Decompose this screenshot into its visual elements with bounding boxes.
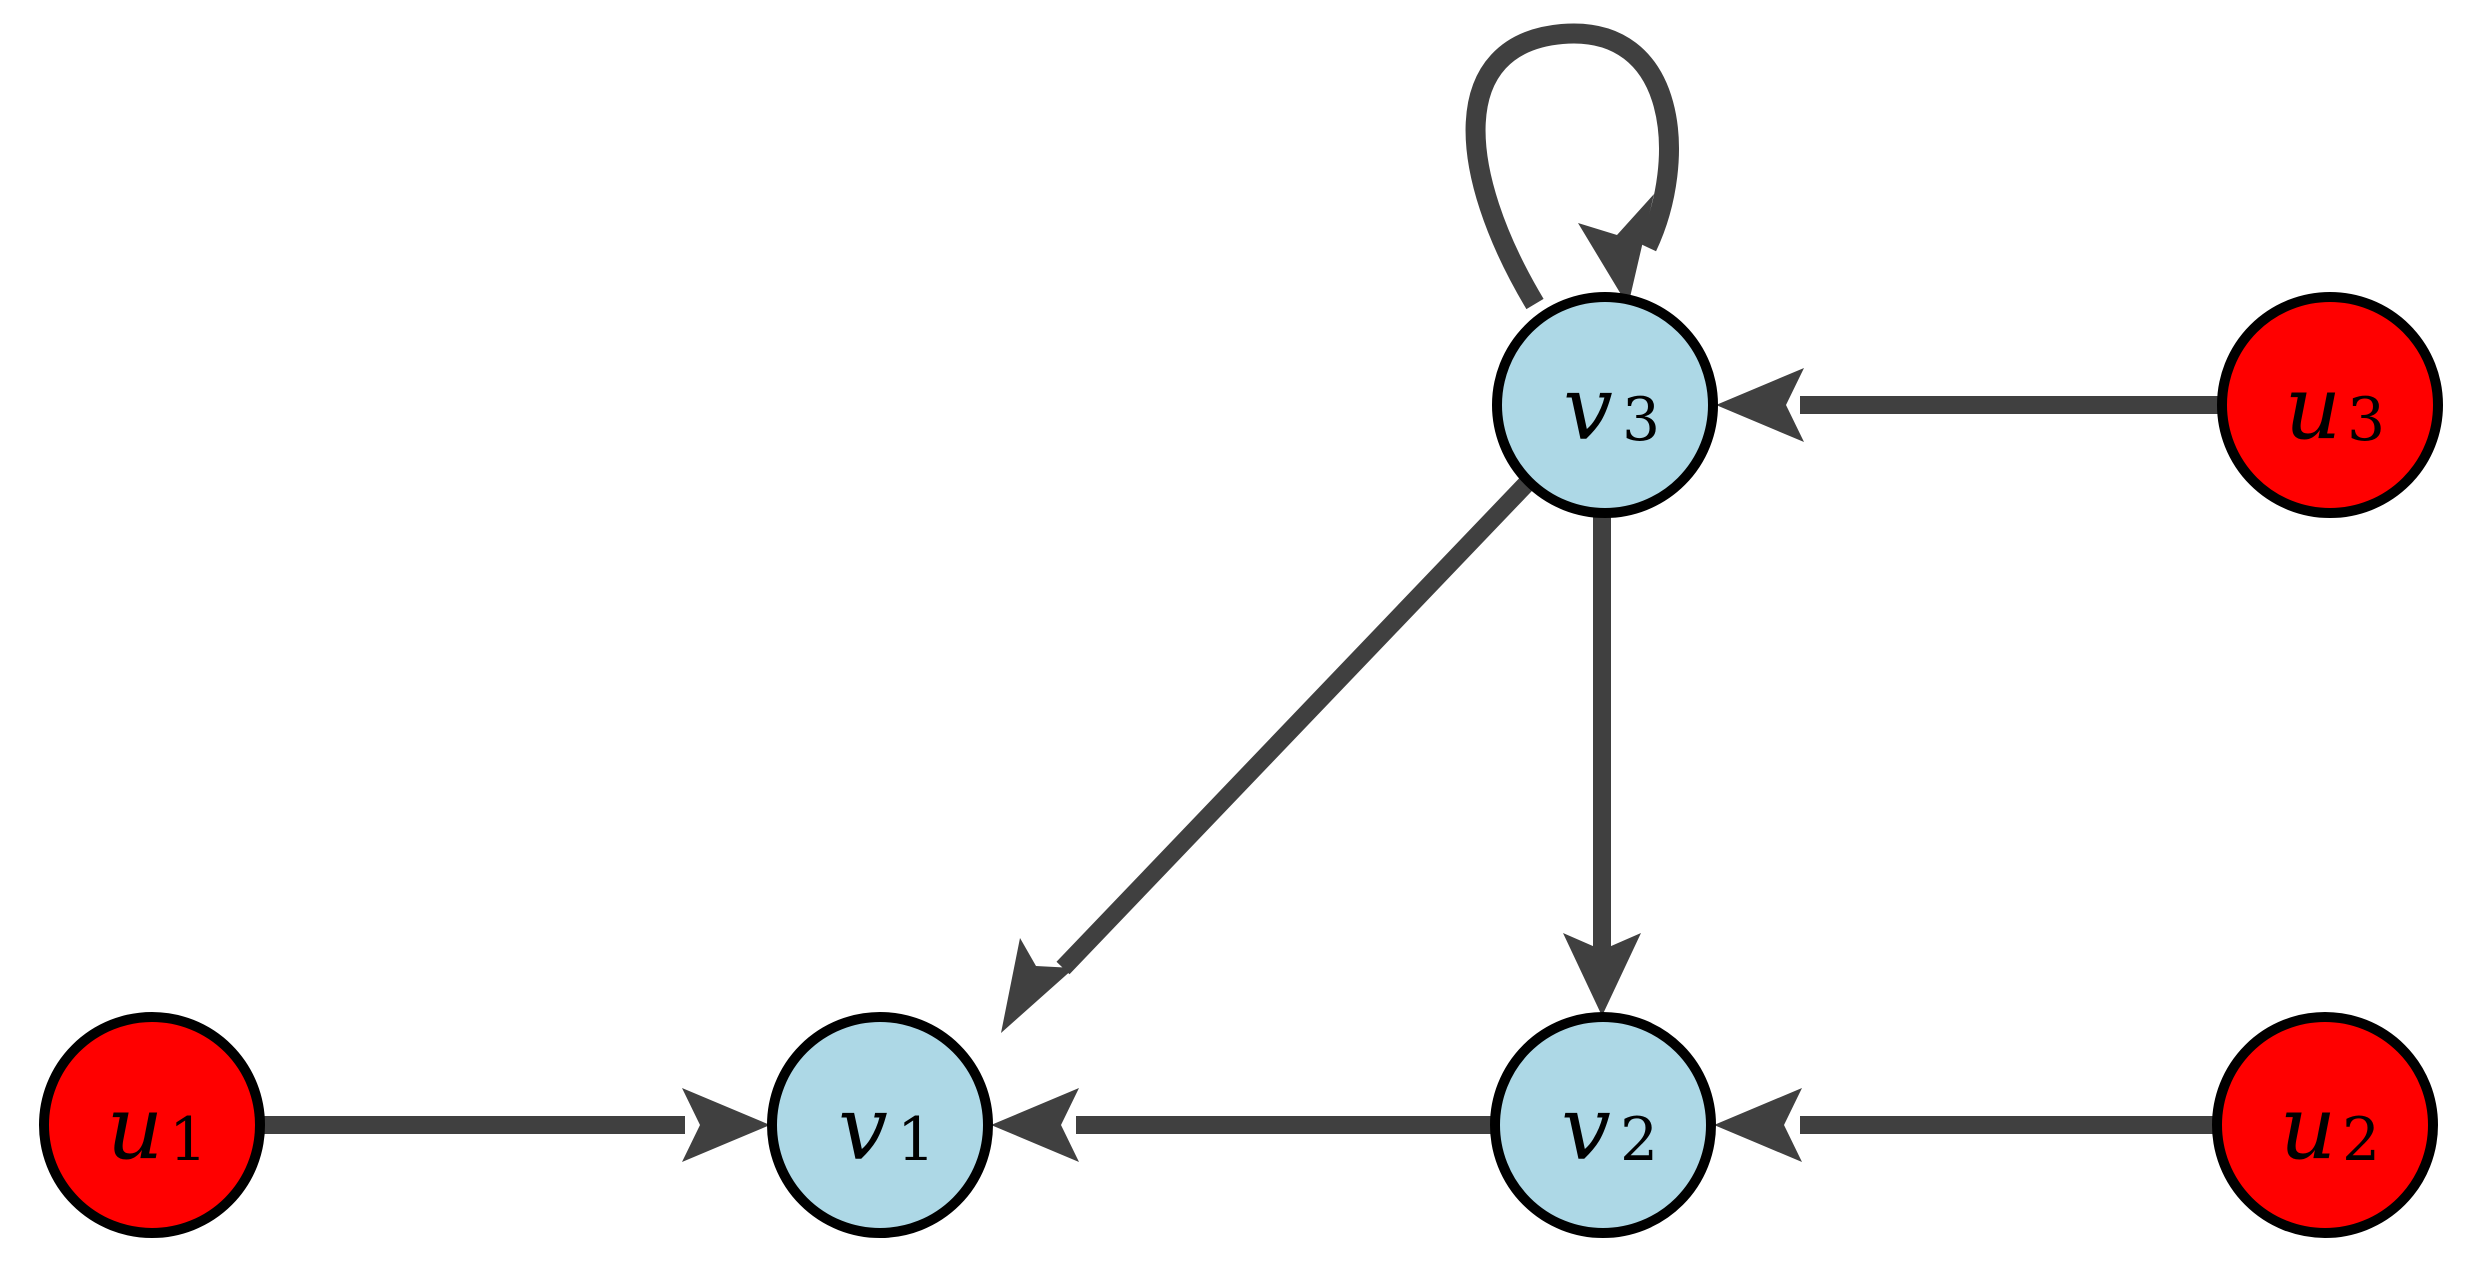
node-u1[interactable]: u 1	[39, 1012, 265, 1238]
node-u2-subscript: 2	[2342, 1105, 2380, 1175]
node-v2[interactable]: v 2	[1490, 1012, 1716, 1238]
node-v2-circle[interactable]	[1490, 1012, 1716, 1238]
node-v1-circle[interactable]	[767, 1012, 993, 1238]
node-v1-subscript: 1	[897, 1105, 935, 1175]
edge-v3-self-loop-arrowhead	[1578, 194, 1654, 306]
node-v2-subscript: 2	[1620, 1105, 1658, 1175]
edge-v3-to-v2-arrowhead	[1563, 933, 1641, 1016]
edge-v2-to-v1	[991, 1088, 1492, 1162]
node-layer: v 3 u 3 v 1 v 2	[39, 292, 2443, 1238]
edge-v3-self-loop-shaft	[1465, 23, 1679, 310]
node-v3-circle[interactable]	[1492, 292, 1718, 518]
node-v1-label: v	[838, 1077, 888, 1180]
node-u3-subscript: 3	[2347, 385, 2385, 455]
node-u2[interactable]: u 2	[2212, 1012, 2438, 1238]
edge-v3-to-v1	[1001, 474, 1536, 1033]
node-u3-label: u	[2285, 357, 2342, 460]
edge-u1-to-v1-arrowhead	[682, 1088, 770, 1162]
edge-v3-to-v1-shaft	[1056, 474, 1536, 975]
edge-v2-to-v1-arrowhead	[991, 1088, 1079, 1162]
node-u3-circle[interactable]	[2217, 292, 2443, 518]
node-v3[interactable]: v 3	[1492, 292, 1718, 518]
edge-v3-to-v2	[1563, 515, 1641, 1016]
node-u1-label: u	[107, 1077, 164, 1180]
edge-u3-to-v3-arrowhead	[1716, 368, 1804, 442]
edge-v3-to-v1-arrowhead	[1001, 938, 1074, 1033]
node-u2-label: u	[2280, 1077, 2337, 1180]
node-u3[interactable]: u 3	[2217, 292, 2443, 518]
edge-u3-to-v3	[1716, 368, 2218, 442]
node-v2-label: v	[1561, 1077, 1611, 1180]
node-u2-circle[interactable]	[2212, 1012, 2438, 1238]
edge-u2-to-v2-arrowhead	[1714, 1088, 1802, 1162]
node-v3-subscript: 3	[1622, 385, 1660, 455]
edge-u1-to-v1	[264, 1088, 770, 1162]
edge-v3-self-loop	[1465, 23, 1679, 310]
node-u1-subscript: 1	[169, 1105, 207, 1175]
edge-layer	[264, 23, 2218, 1162]
node-v3-label: v	[1563, 357, 1613, 460]
edge-u2-to-v2	[1714, 1088, 2213, 1162]
node-u1-circle[interactable]	[39, 1012, 265, 1238]
node-v1[interactable]: v 1	[767, 1012, 993, 1238]
